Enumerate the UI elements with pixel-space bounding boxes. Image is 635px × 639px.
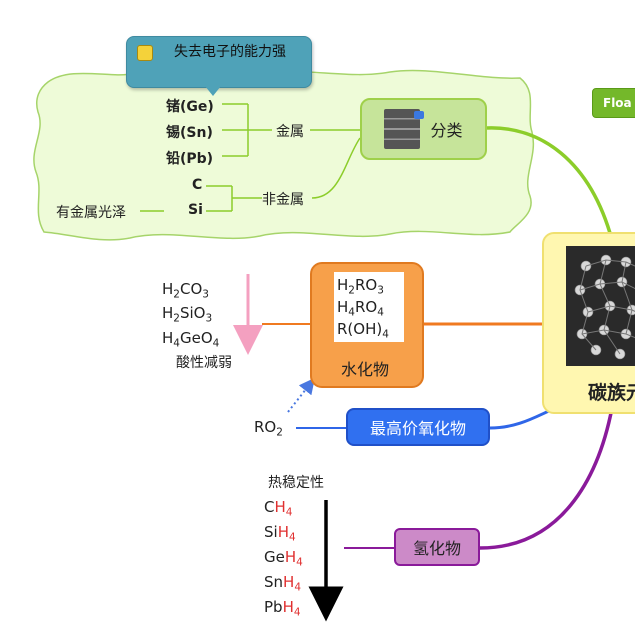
float-topic[interactable]: Floa xyxy=(592,88,635,118)
element-ge: 锗(Ge) xyxy=(166,99,214,115)
hydride-formula-ch4: CH4 xyxy=(264,498,293,519)
thermal-stability-label: 热稳定性 xyxy=(268,475,324,491)
element-c: C xyxy=(192,177,203,193)
oxide-node[interactable]: 最高价氧化物 xyxy=(346,408,490,446)
hydride-branch xyxy=(479,407,614,550)
center-node[interactable]: 碳族元 xyxy=(542,232,635,414)
oxide-to-hydroxide-arrow xyxy=(287,377,315,413)
classification-connectors xyxy=(140,103,361,212)
thumbs-up-icon xyxy=(137,45,153,61)
hydride-formula-sih4: SiH4 xyxy=(264,523,296,544)
tooltip-bubble: 失去电子的能力强 xyxy=(126,36,312,88)
acid-formula-h2co3: H2CO3 xyxy=(162,280,209,301)
fullerene-image xyxy=(566,246,635,366)
general-formula-h4ro4: H4RO4 xyxy=(337,298,384,319)
element-pb: 铅(Pb) xyxy=(166,151,214,167)
acid-formula-h4geo4: H4GeO4 xyxy=(162,329,220,350)
hydroxide-label: 水化物 xyxy=(340,360,389,379)
oxide-formula: RO2 xyxy=(254,418,283,439)
oxide-label: 最高价氧化物 xyxy=(369,419,466,438)
tooltip-text: 失去电子的能力强 xyxy=(174,44,286,60)
hydride-formula-pbh4: PbH4 xyxy=(264,598,301,619)
classification-node[interactable]: 分类 xyxy=(360,98,487,160)
metal-label: 金属 xyxy=(276,124,304,140)
element-sn: 锡(Sn) xyxy=(166,125,213,141)
hydroxide-general-formulas: H2RO3 H4RO4 R(OH)4 xyxy=(334,272,404,342)
general-formula-h2ro3: H2RO3 xyxy=(337,276,384,297)
center-label: 碳族元 xyxy=(588,382,635,404)
general-formula-roh4: R(OH)4 xyxy=(337,320,389,341)
classification-branch xyxy=(486,126,614,241)
hydride-formula-geh4: GeH4 xyxy=(264,548,303,569)
tooltip-tail xyxy=(205,86,221,96)
float-topic-label: Floa xyxy=(603,96,632,110)
nonmetal-label: 非金属 xyxy=(262,192,304,208)
element-si: Si xyxy=(188,202,203,218)
hydroxide-node[interactable]: H2RO3 H4RO4 R(OH)4 水化物 xyxy=(310,262,424,388)
hydride-label: 氢化物 xyxy=(412,539,461,558)
classification-label: 分类 xyxy=(430,121,463,140)
server-rack-icon xyxy=(384,109,425,149)
si-luster-note: 有金属光泽 xyxy=(56,205,126,221)
hydride-node[interactable]: 氢化物 xyxy=(394,528,480,566)
hydride-formula-snh4: SnH4 xyxy=(264,573,301,594)
acidity-trend-label: 酸性减弱 xyxy=(176,355,232,371)
acid-formula-h2sio3: H2SiO3 xyxy=(162,304,213,325)
